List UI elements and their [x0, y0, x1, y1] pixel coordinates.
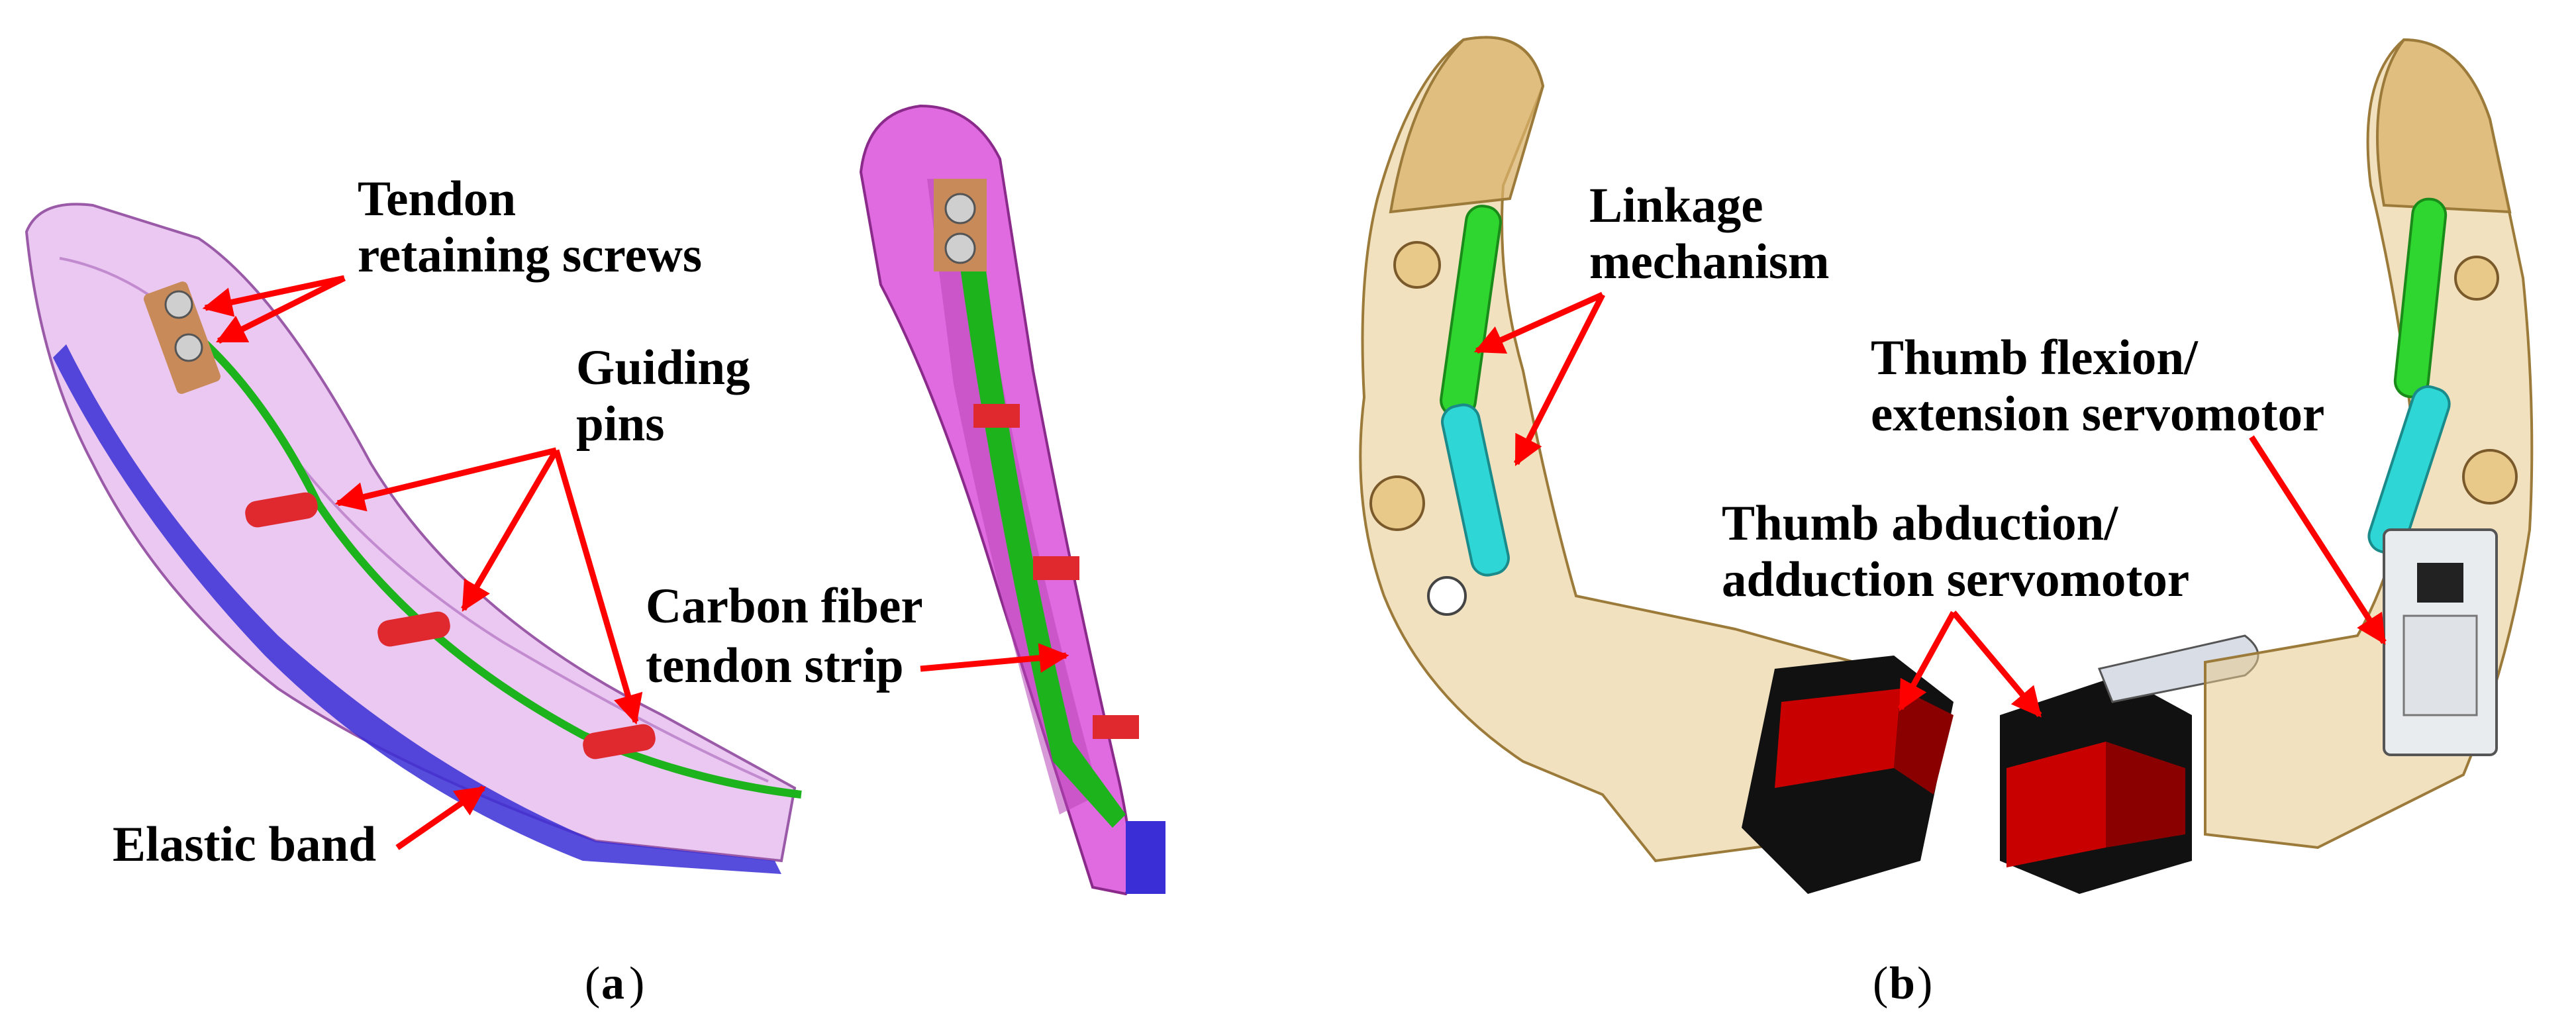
linkage-cyan-left: [1441, 403, 1510, 577]
tendon-strip-sectioned: [954, 219, 1126, 828]
flexion-servomotor: [2383, 528, 2498, 756]
tendon-screw-bottom: [174, 333, 203, 362]
thumb-tip-left: [1389, 36, 1545, 214]
guiding-pin-sectioned: [973, 404, 1020, 428]
thumb-assembly-left: [1359, 36, 1856, 863]
label-thumb-abduction-line1: Thumb abduction/: [1722, 496, 2118, 551]
thumb-assembly-right: [2204, 38, 2534, 850]
guiding-pin: [245, 492, 318, 528]
servomotor-center: [2000, 634, 2259, 894]
caption-open-paren-a: (: [585, 958, 600, 1009]
caption-letter-b: b: [1889, 958, 1915, 1009]
linkage-cyan-right: [2367, 385, 2451, 556]
joint-pin-left-2: [1369, 475, 1425, 531]
joint-pin-right-1: [2454, 256, 2499, 301]
tendon-screw-sectioned-top: [944, 193, 976, 224]
guiding-pin-sectioned: [1093, 715, 1139, 739]
label-tendon-retaining-screws-line1: Tendon: [358, 171, 516, 226]
joint-pin-right-2: [2462, 449, 2518, 505]
elastic-band-strip: [53, 344, 781, 874]
joint-pin-left-3: [1427, 576, 1467, 616]
linkage-green-right: [2393, 197, 2448, 399]
label-thumb-abduction-line2: adduction servomotor: [1722, 552, 2189, 607]
annotation-arrows-b: [1473, 291, 2387, 718]
label-guiding-pins-line1: Guiding: [576, 340, 750, 395]
guiding-pin: [377, 611, 450, 647]
label-thumb-flexion-line2: extension servomotor: [1871, 387, 2324, 442]
elastic-band-end: [1126, 821, 1165, 894]
label-tendon-retaining-screws-line2: retaining screws: [358, 228, 702, 283]
label-thumb-flexion-line1: Thumb flexion/: [1871, 330, 2199, 385]
tendon-screw-top: [164, 290, 193, 319]
label-linkage-mechanism-line2: mechanism: [1589, 234, 1829, 289]
panel-a: Tendon retaining screws Guiding pins Car…: [25, 104, 1165, 1009]
label-linkage-mechanism-line1: Linkage: [1589, 178, 1763, 233]
caption-close-paren-b: ): [1917, 958, 1932, 1009]
annotation-arrows-a: [202, 275, 1069, 850]
label-carbon-fiber-line2: tendon strip: [646, 638, 904, 693]
joint-pin-left-1: [1393, 241, 1441, 289]
transparent-finger-model: [25, 203, 802, 874]
panel-b: Linkage mechanism Thumb flexion/ extensi…: [1359, 36, 2534, 1009]
caption-close-paren-a: ): [629, 958, 644, 1009]
sectioned-finger-model: [859, 104, 1165, 896]
servomotor-left: [1742, 656, 1954, 894]
label-guiding-pins-line2: pins: [576, 397, 664, 452]
tendon-screw-sectioned-bottom: [944, 232, 976, 264]
caption-open-paren-b: (: [1873, 958, 1888, 1009]
label-carbon-fiber-line1: Carbon fiber: [646, 579, 923, 634]
label-elastic-band: Elastic band: [113, 817, 376, 872]
thumb-tip-right: [2376, 38, 2512, 214]
guiding-pin: [583, 724, 656, 759]
guiding-pin-sectioned: [1033, 556, 1079, 580]
caption-letter-a: a: [601, 958, 624, 1009]
